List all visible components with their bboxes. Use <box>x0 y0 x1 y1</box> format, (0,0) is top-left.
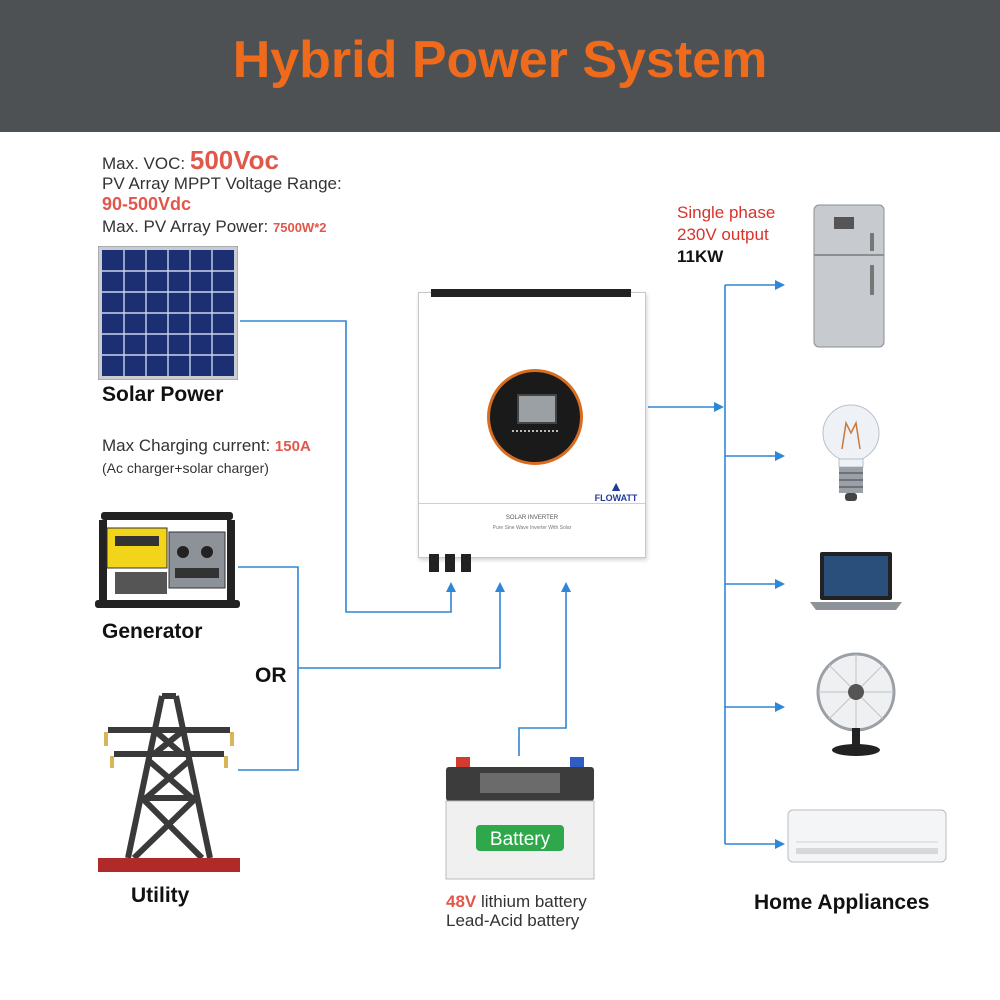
inverter-mount-bracket <box>431 289 631 297</box>
voc-label: Max. VOC: <box>102 154 186 173</box>
control-buttons-icon <box>512 430 558 438</box>
battery-label: Battery <box>489 829 551 850</box>
battery-voltage: 48V <box>446 892 477 911</box>
home-appliances-label: Home Appliances <box>754 891 930 914</box>
air-conditioner-icon <box>787 809 947 863</box>
ac-input-wire <box>298 582 505 669</box>
light-bulb-icon <box>822 404 880 501</box>
panel-title: SOLAR INVERTER <box>505 515 559 521</box>
brand-logo-icon: ▲ <box>609 478 623 494</box>
electric-fan-icon <box>816 652 896 756</box>
solar-inverter: ▲ FLOWATT SOLAR INVERTER Pure Sine Wave … <box>418 289 646 558</box>
output-phase: Single phase <box>677 203 776 222</box>
brand-name: FLOWATT <box>594 493 638 503</box>
battery-wire <box>518 582 571 756</box>
battery-spec-line1: 48V lithium battery <box>446 892 587 912</box>
panel-divider <box>419 503 645 504</box>
charging-label: Max Charging current: <box>102 436 271 455</box>
generator-label: Generator <box>102 620 203 643</box>
lcd-screen-icon <box>517 394 557 424</box>
pv-power-value: 7500W*2 <box>273 220 327 235</box>
charging-value: 150A <box>274 438 311 455</box>
utility-tower-icon <box>98 693 240 872</box>
header-bar <box>0 0 1000 132</box>
voc-value: 500Voc <box>189 145 279 175</box>
inverter-terminals-icon <box>429 554 471 572</box>
page-title: Hybrid Power System <box>232 31 768 89</box>
pv-power-spec: Max. PV Array Power: 7500W*2 <box>102 217 327 237</box>
panel-subtitle: Pure Sine Wave Inverter With Solar <box>492 525 572 531</box>
charging-note: (Ac charger+solar charger) <box>102 460 269 476</box>
generator-icon <box>95 512 240 608</box>
output-power: 11KW <box>677 247 724 266</box>
solar-wire <box>240 320 456 613</box>
battery-type1: lithium battery <box>480 892 587 911</box>
mppt-value: 90-500Vdc <box>102 194 192 214</box>
solar-power-label: Solar Power <box>102 383 224 406</box>
utility-label: Utility <box>131 884 190 907</box>
pv-power-label: Max. PV Array Power: <box>102 217 269 236</box>
refrigerator-icon <box>813 204 885 348</box>
inverter-brand: ▲ FLOWATT <box>587 479 645 503</box>
charging-spec: Max Charging current: 150A <box>102 436 311 456</box>
output-voltage: 230V output <box>677 225 769 244</box>
battery-type2: Lead-Acid battery <box>446 911 580 930</box>
mppt-label: PV Array MPPT Voltage Range: <box>102 174 342 193</box>
solar-panel-icon <box>98 246 238 380</box>
inverter-display-ring <box>487 369 583 465</box>
or-label: OR <box>255 664 287 687</box>
voc-spec: Max. VOC: 500Voc <box>102 145 279 176</box>
laptop-icon <box>810 552 902 610</box>
battery-icon <box>445 757 595 880</box>
